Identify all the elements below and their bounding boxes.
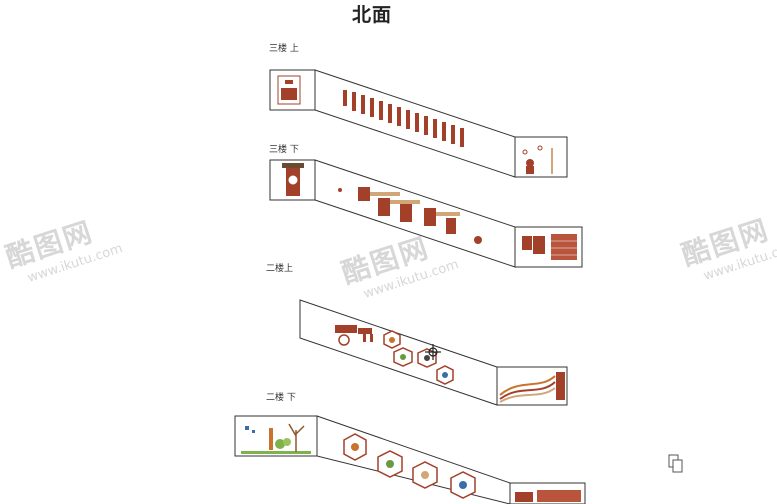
virtue-panel <box>522 234 577 260</box>
hexagon-emblem-icons <box>389 337 448 378</box>
crosshair-cursor-icon <box>425 344 441 360</box>
figure-panel <box>522 145 553 174</box>
puzzle-sign-chain <box>338 187 482 244</box>
gate-panel <box>282 163 304 196</box>
floor-label-2f-lower: 二楼 下 <box>266 393 296 403</box>
lower-right-panel <box>515 490 581 502</box>
calligraphy-panel <box>277 75 301 105</box>
chariot-mural <box>335 325 373 346</box>
hexagon-emblems-row <box>383 330 454 385</box>
hexagon-panel-icons <box>351 443 467 489</box>
elevation-2f-lower <box>234 415 586 504</box>
tree-panel <box>241 423 311 454</box>
floor-label-3f-upper: 三楼 上 <box>269 44 299 54</box>
wave-ribbon-panel <box>499 372 565 403</box>
banner-row <box>343 90 464 147</box>
floor-label-3f-lower: 三楼 下 <box>269 145 299 155</box>
page-title: 北面 <box>352 4 393 26</box>
copy-page-icon[interactable] <box>668 454 684 474</box>
floor-label-2f-upper: 二楼上 <box>266 264 294 274</box>
